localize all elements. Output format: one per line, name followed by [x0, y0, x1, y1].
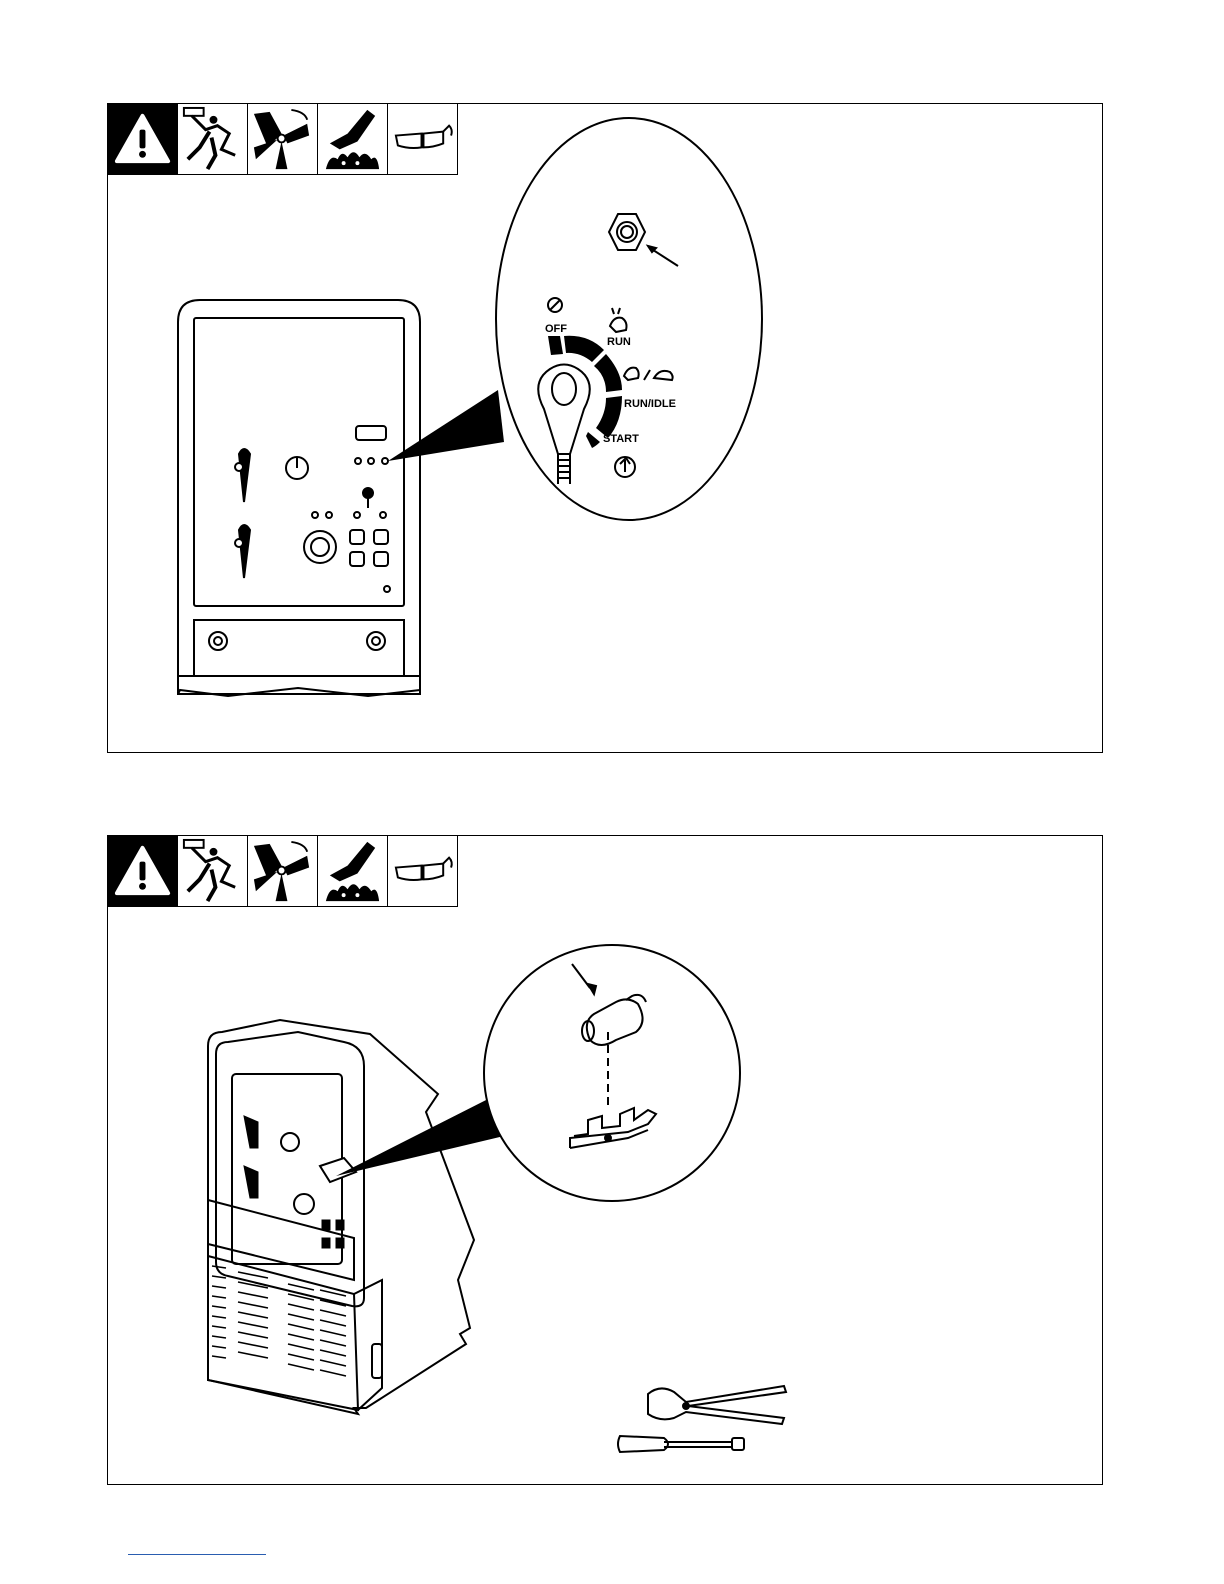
footer-link-underline	[128, 1554, 266, 1555]
fuse-detail-circle	[484, 945, 740, 1201]
label-run: RUN	[607, 336, 631, 348]
panel-controls	[209, 426, 390, 650]
machine-handle	[372, 1344, 382, 1378]
vent-grilles	[212, 1266, 346, 1376]
engine-control-switch-figure: OFF RUN RUN/IDLE START	[107, 103, 1103, 753]
label-run-idle: RUN/IDLE	[624, 398, 676, 410]
callout-pointer	[388, 390, 504, 461]
label-off: OFF	[545, 323, 567, 335]
control-panel-illustration: OFF RUN RUN/IDLE START	[108, 104, 1104, 754]
pliers-icon	[648, 1386, 786, 1424]
fuse-illustration	[108, 836, 1104, 1486]
callout-pointer	[336, 1096, 504, 1176]
screwdriver-icon	[618, 1436, 744, 1452]
label-start: START	[603, 433, 639, 445]
fuse-replacement-figure	[107, 835, 1103, 1485]
machine-controls	[244, 1116, 356, 1248]
switch-detail-circle	[496, 118, 762, 520]
